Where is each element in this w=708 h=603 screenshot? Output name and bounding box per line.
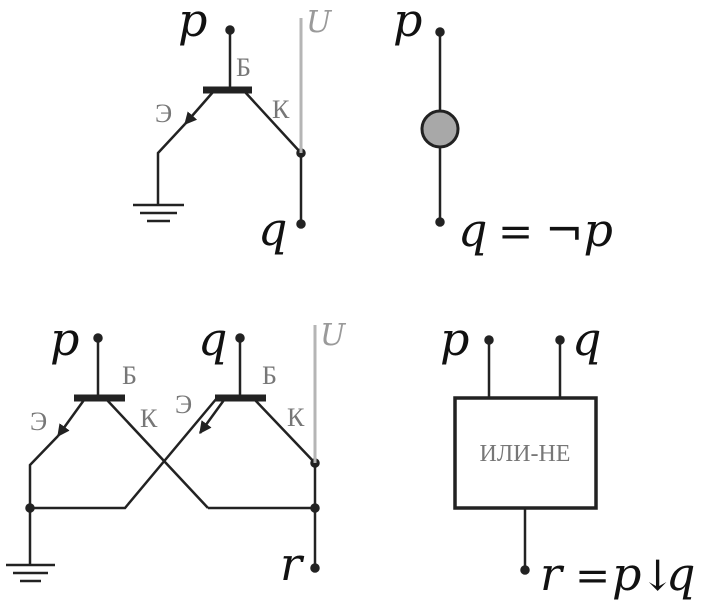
nor-t2-collector-lead (254, 399, 316, 464)
not-symbol (420, 27, 460, 227)
nor-input-b-terminal (235, 333, 245, 343)
nor-gate-output-label: r (540, 547, 565, 601)
inverter-emitter-lead (184, 91, 214, 125)
not-expression: ¬p (545, 203, 613, 257)
inverter-collector-label: К (272, 95, 290, 124)
nor-t2-collector-label: К (287, 403, 305, 432)
nor-supply-label: U (320, 318, 347, 353)
not-output-label: q (458, 203, 487, 257)
nor-gate (453, 335, 598, 575)
inverter-output-label: q (258, 202, 287, 256)
nor-gate-operator: ↓ (640, 551, 675, 600)
nor-t1-emitter-lead (56, 399, 86, 438)
nor-output-label: r (280, 537, 305, 591)
inverter-collector-lead (244, 91, 302, 154)
nor-gate-expr-right: q (666, 547, 695, 601)
nor-circuit (6, 325, 320, 583)
nor-gate-input-a-terminal (484, 335, 494, 345)
nor-gate-expr-left: p (612, 547, 641, 601)
nor-gate-label: ИЛИ-НЕ (480, 441, 571, 467)
nor-gate-output-terminal (520, 565, 530, 575)
not-input-label: p (393, 0, 422, 47)
nor-output-terminal (310, 563, 320, 573)
not-equals-sign: = (498, 207, 533, 256)
inverter-input-label: p (178, 0, 207, 47)
inverter-supply-label: U (306, 5, 333, 40)
nor-t1-collector-lead (106, 399, 209, 509)
nor-rail-node (310, 503, 320, 513)
inverter-input-terminal (225, 25, 235, 35)
nor-gate-equals-sign: = (575, 551, 610, 600)
nor-input-a-label: p (50, 312, 79, 366)
nor-gate-input-a-label: p (440, 312, 469, 366)
inverter-output-terminal (296, 219, 306, 229)
inverter-base-label: Б (236, 53, 251, 82)
nor-ground-node (25, 503, 35, 513)
nor-t2-emitter-label: Э (175, 390, 192, 419)
inverter-circuit (133, 18, 306, 229)
nor-t2-emitter-lead (198, 399, 226, 435)
not-output-terminal (435, 217, 445, 227)
nor-input-a-terminal (93, 333, 103, 343)
nor-t1-base-label: Б (122, 361, 137, 390)
not-input-terminal (435, 27, 445, 37)
nor-t1-collector-label: К (140, 404, 158, 433)
nor-gate-input-b-label: q (572, 312, 601, 366)
nor-input-b-label: q (198, 312, 227, 366)
inverter-emitter-label: Э (155, 99, 172, 128)
nor-t1-emitter-label: Э (30, 407, 47, 436)
nor-gate-input-b-terminal (555, 335, 565, 345)
not-lamp-circle (420, 109, 460, 149)
inverter-emitter-ground-wire (156, 123, 186, 205)
nor-t2-base-label: Б (262, 361, 277, 390)
